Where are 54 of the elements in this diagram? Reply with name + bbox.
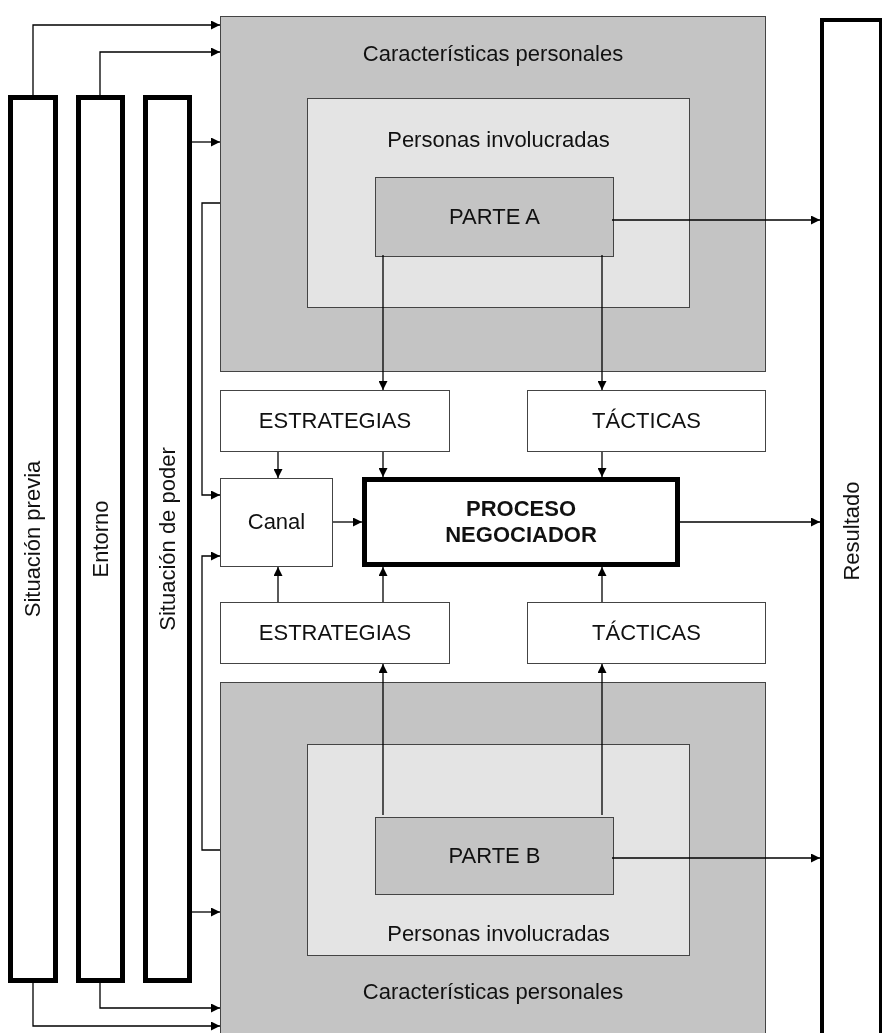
arrow [378,566,388,603]
arrow [597,663,607,816]
group-panel [220,682,766,1033]
arrow [99,982,221,1013]
main-process-box [362,477,680,567]
box-label: Situación de poder [154,447,181,631]
party-box [375,177,614,257]
context-bar [8,95,58,983]
box-label: Personas involucradas [387,920,610,947]
box-label: ESTRATEGIAS [258,619,412,647]
box-label: Resultado [838,480,865,581]
arrow [191,137,221,147]
arrow [32,982,221,1031]
arrow [99,47,221,96]
box-label: Canal [247,509,306,536]
arrow [597,566,607,603]
box-label: TÁCTICAS [592,407,701,435]
box-label: Situación previa [19,460,46,618]
box-label: Entorno [87,500,114,578]
arrow [597,254,607,391]
group-panel [307,744,690,956]
context-bar [143,95,192,983]
arrow [32,20,221,96]
box-label: Características personales [362,41,624,68]
arrow [201,551,221,851]
process-box [527,602,766,664]
arrow [273,566,283,603]
arrow [378,451,388,478]
box-label: TÁCTICAS [592,619,701,647]
arrow [332,517,363,527]
arrow [191,907,221,917]
context-bar [76,95,125,983]
box-label: Personas involucradas [387,127,610,154]
arrow [378,254,388,391]
box-label: PARTE A [449,203,540,231]
box-label: ESTRATEGIAS [258,407,412,435]
arrow [679,517,821,527]
arrow [611,215,821,225]
process-box [220,390,450,452]
group-panel [307,98,690,308]
process-box [527,390,766,452]
process-box [220,478,333,567]
process-title: PROCESO NEGOCIADOR [444,495,598,549]
arrow [611,853,821,863]
arrow [378,663,388,816]
arrow [201,202,221,500]
result-bar [820,18,882,1033]
arrow [597,451,607,478]
process-box [220,602,450,664]
arrow [273,451,283,479]
group-panel [220,16,766,372]
box-label: PARTE B [448,842,541,870]
box-label: Características personales [362,978,624,1005]
party-box [375,817,614,895]
